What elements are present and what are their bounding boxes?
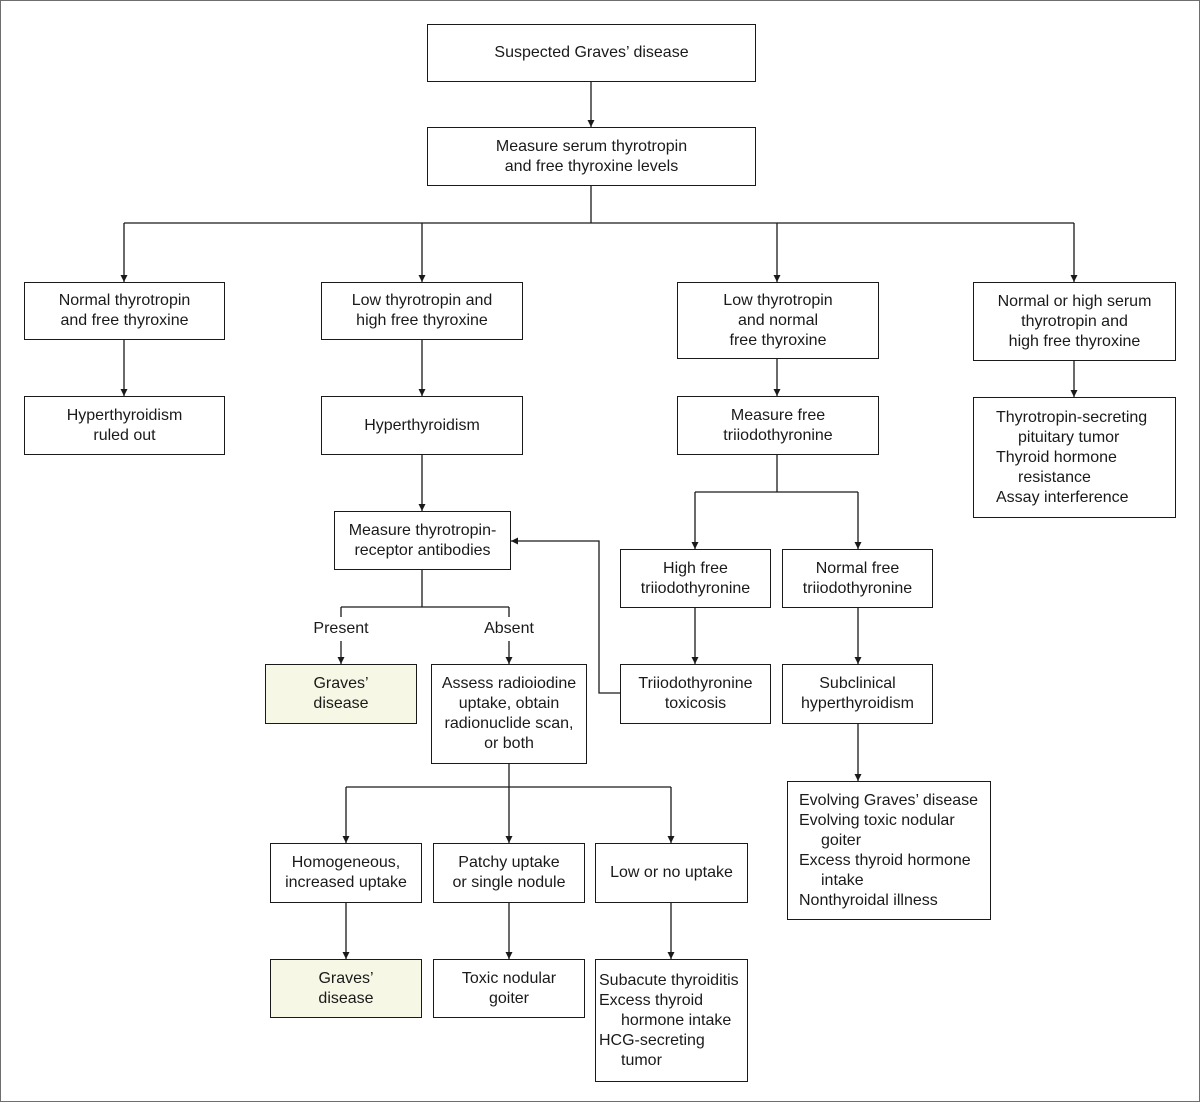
box-text-line: Assess radioiodine — [441, 675, 577, 692]
box-text-line: high free thyroxine — [1008, 332, 1141, 350]
box-text-line: goiter — [488, 989, 530, 1007]
low-tsh-high-t4-box: Low thyrotropin and high free thyroxine — [321, 282, 523, 340]
suspected-graves-box: Suspected Graves’ disease — [427, 24, 756, 82]
box-text-line: Assay interference — [996, 488, 1129, 506]
hyperthyroidism-box: Hyperthyroidism — [321, 396, 523, 455]
box-text-line: or both — [484, 735, 534, 752]
box-text-line: Toxic nodular — [461, 969, 557, 987]
graves-disease-box-1: Graves’ disease — [265, 664, 417, 724]
box-text-line: intake — [821, 871, 864, 889]
box-text-line: Hyperthyroidism — [66, 406, 183, 424]
box-text-line: Excess thyroid hormone — [799, 851, 971, 869]
box-text-line: Measure serum thyrotropin — [495, 137, 688, 155]
box-text-line: Homogeneous, — [291, 854, 401, 871]
assess-radioiodine-box: Assess radioiodine uptake, obtain radionuc… — [431, 664, 587, 764]
present-label: Present — [313, 620, 369, 637]
box-text-line: disease — [318, 989, 374, 1007]
box-text-line: toxicosis — [664, 695, 727, 712]
box-text-line: Normal or high serum — [997, 292, 1152, 310]
box-text-line: Graves’ — [318, 969, 374, 987]
low-tsh-normal-t4-box: Low thyrotropin and normal free thyroxine — [677, 282, 879, 359]
box-text-line: ruled out — [93, 426, 156, 444]
box-text-line: Patchy uptake — [458, 854, 560, 871]
box-text-line: Triiodothyronine — [638, 675, 753, 692]
box-text-line: disease — [313, 695, 369, 712]
normal-tsh-t4-box: Normal thyrotropin and free thyroxine — [24, 282, 225, 340]
subclinical-hyperthyroidism-box: Subclinical hyperthyroidism — [782, 664, 933, 724]
box-text-line: Low or no uptake — [610, 864, 733, 881]
box-text-line: Normal free — [815, 559, 900, 577]
high-free-t3-box: High free triiodothyronine — [620, 549, 771, 608]
box-text-line: High free — [663, 559, 728, 577]
box-text-line: increased uptake — [285, 874, 407, 891]
box-text-line: receptor antibodies — [354, 541, 491, 559]
box-text-line: resistance — [1018, 468, 1091, 486]
box-text-line: uptake, obtain — [458, 695, 560, 712]
box-text-line: tumor — [621, 1051, 662, 1069]
box-text-line: and free thyroxine levels — [504, 157, 679, 175]
box-text-line: hormone intake — [621, 1011, 732, 1029]
t3-toxicosis-box: Triiodothyronine toxicosis — [620, 664, 771, 724]
box-text-line: Thyroid hormone — [996, 448, 1117, 466]
graves-disease-box-2: Graves’ disease — [270, 959, 422, 1018]
box-text-line: hyperthyroidism — [801, 695, 914, 712]
box-text-line: Excess thyroid — [599, 991, 704, 1009]
box-text-line: Suspected Graves’ disease — [494, 44, 689, 61]
box-text-line: free thyroxine — [729, 331, 827, 349]
measure-free-t3-box: Measure free triiodothyronine — [677, 396, 879, 455]
box-text-line: Thyrotropin-secreting — [996, 408, 1148, 426]
box-text-line: thyrotropin and — [1021, 312, 1128, 330]
box-text-line: or single nodule — [452, 874, 566, 891]
box-text-line: high free thyroxine — [356, 312, 488, 329]
measure-trab-box: Measure thyrotropin-receptor antibodies — [334, 511, 511, 570]
box-text-line: goiter — [821, 831, 862, 849]
homogeneous-uptake-box: Homogeneous, increased uptake — [270, 843, 422, 903]
normal-free-t3-box: Normal free triiodothyronine — [782, 549, 933, 608]
box-text-line: Measure thyrotropin- — [348, 521, 497, 539]
low-no-uptake-box: Low or no uptake — [595, 843, 748, 903]
box-text-line: Evolving Graves’ disease — [799, 791, 979, 809]
box-text-line: Hyperthyroidism — [364, 416, 480, 434]
box-text-line: Subclinical — [819, 675, 896, 692]
high-tsh-high-t4-box: Normal or high serum thyrotropin and high … — [973, 282, 1176, 361]
box-text-line: Nonthyroidal illness — [799, 891, 938, 909]
absent-label: Absent — [484, 620, 534, 637]
box-text-line: HCG-secreting — [599, 1031, 705, 1049]
arrow-toxicosis-to-trab — [511, 537, 620, 694]
box-text-line: radionuclide scan, — [444, 715, 574, 732]
box-text-line: Normal thyrotropin — [58, 292, 191, 309]
box-text-line: pituitary tumor — [1018, 428, 1120, 446]
patchy-uptake-box: Patchy uptake or single nodule — [433, 843, 585, 903]
box-text-line: Low thyrotropin and — [351, 292, 493, 309]
toxic-nodular-goiter-box: Toxic nodular goiter — [433, 959, 585, 1018]
box-text-line: triiodothyronine — [802, 579, 913, 597]
box-text-line: and normal — [737, 311, 819, 329]
box-text-line: Evolving toxic nodular — [799, 811, 955, 829]
box-text-line: Graves’ — [313, 675, 369, 692]
box-text-line: Low thyrotropin — [723, 291, 833, 309]
box-text-line: Measure free — [730, 406, 826, 424]
box-text-line: triiodothyronine — [723, 426, 833, 444]
measure-tsh-t4-box: Measure serum thyrotropin and free thyrox… — [427, 127, 756, 186]
box-text-line: triiodothyronine — [640, 579, 751, 597]
box-text-line: Subacute thyroiditis — [599, 971, 739, 989]
box-text-line: and free thyroxine — [60, 312, 189, 329]
hyperthyroidism-ruled-out-box: Hyperthyroidism ruled out — [24, 396, 225, 455]
